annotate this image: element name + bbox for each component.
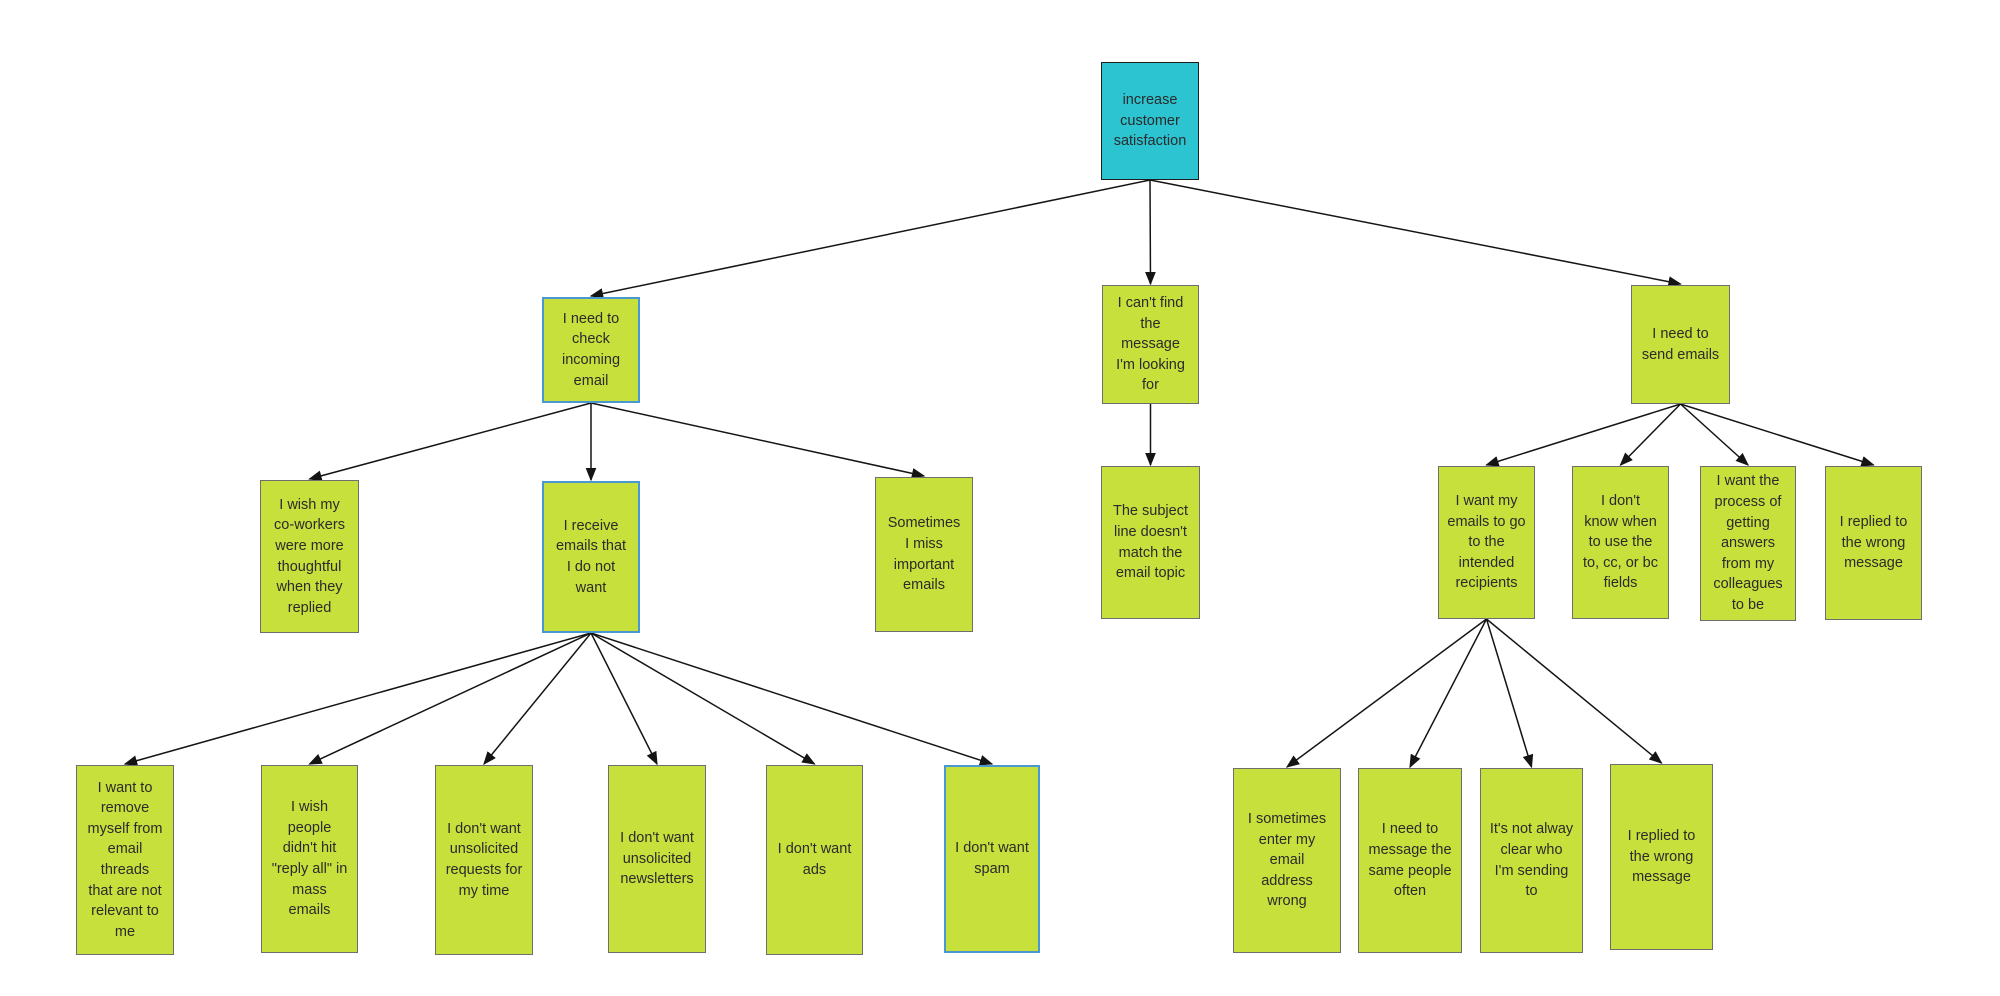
sticky-note-unsolicited-newsletters[interactable]: I don't want unsolicited newsletters	[608, 765, 706, 953]
sticky-note-process-answers[interactable]: I want the process of getting answers fr…	[1700, 466, 1796, 621]
sticky-note-root[interactable]: increase customer satisfaction	[1101, 62, 1199, 180]
edge-connector[interactable]	[123, 632, 592, 766]
sticky-note-text: I need to message the same people often	[1368, 821, 1452, 900]
sticky-note-text: I wish people didn't hit "reply all" in …	[271, 799, 348, 919]
sticky-note-send-emails[interactable]: I need to send emails	[1631, 285, 1730, 404]
sticky-note-text: Sometimes I miss important emails	[887, 515, 961, 594]
edge-connector[interactable]	[590, 402, 926, 479]
edge-connector[interactable]	[1485, 403, 1681, 467]
sticky-note-check-email[interactable]: I need to check incoming email	[542, 297, 640, 403]
sticky-note-intended-recipients[interactable]: I want my emails to go to the intended r…	[1438, 466, 1535, 619]
edge-connector[interactable]	[589, 179, 1151, 299]
sticky-note-text: I don't want spam	[955, 840, 1029, 877]
edge-connector[interactable]	[1486, 618, 1663, 764]
edge-connector[interactable]	[1619, 403, 1682, 466]
sticky-note-miss-important[interactable]: Sometimes I miss important emails	[875, 477, 973, 632]
sticky-note-same-people-often[interactable]: I need to message the same people often	[1358, 768, 1462, 953]
sticky-note-text: I replied to the wrong message	[1839, 514, 1908, 572]
sticky-note-text: The subject line doesn't match the email…	[1113, 503, 1188, 582]
sticky-note-text: I don't want unsolicited requests for my…	[445, 820, 523, 899]
sticky-note-coworkers-thoughtful[interactable]: I wish my co-workers were more thoughtfu…	[260, 480, 359, 633]
sticky-note-text: I want the process of getting answers fr…	[1713, 473, 1783, 613]
sticky-note-unclear-recipient[interactable]: It's not alway clear who I'm sending to	[1480, 768, 1583, 953]
sticky-note-text: I need to check incoming email	[561, 310, 621, 389]
sticky-note-text: I don't want ads	[777, 841, 852, 878]
sticky-note-text: I sometimes enter my email address wrong	[1247, 811, 1327, 910]
edge-connector[interactable]	[308, 402, 592, 482]
sticky-note-subject-line-mismatch[interactable]: The subject line doesn't match the email…	[1101, 466, 1200, 619]
sticky-note-cant-find-message[interactable]: I can't find the message I'm looking for	[1102, 285, 1199, 404]
sticky-note-text: It's not alway clear who I'm sending to	[1489, 821, 1574, 900]
edge-connector[interactable]	[1679, 403, 1750, 466]
edge-connector[interactable]	[308, 632, 592, 765]
sticky-note-text: I don't want unsolicited newsletters	[620, 830, 694, 888]
edge-connector[interactable]	[590, 632, 816, 765]
sticky-note-text: I don't know when to use the to, cc, or …	[1583, 493, 1658, 592]
edge-connector[interactable]	[1485, 618, 1534, 769]
sticky-note-text: I want my emails to go to the intended r…	[1447, 493, 1526, 592]
edge-connector[interactable]	[1680, 403, 1875, 467]
edge-connector[interactable]	[590, 632, 658, 766]
sticky-note-unwanted-emails[interactable]: I receive emails that I do not want	[542, 481, 640, 633]
sticky-note-no-spam[interactable]: I don't want spam	[944, 765, 1040, 953]
edge-connector[interactable]	[1145, 179, 1156, 286]
sticky-note-text: I receive emails that I do not want	[555, 517, 627, 596]
sticky-note-no-ads[interactable]: I don't want ads	[766, 765, 863, 955]
edge-connector[interactable]	[1149, 179, 1682, 287]
edge-connector[interactable]	[590, 632, 994, 766]
sticky-note-text: I can't find the message I'm looking for	[1116, 295, 1185, 394]
sticky-note-remove-from-threads[interactable]: I want to remove myself from email threa…	[76, 765, 174, 955]
edge-connector[interactable]	[1409, 618, 1488, 769]
sticky-note-unsolicited-requests[interactable]: I don't want unsolicited requests for my…	[435, 765, 533, 955]
sticky-note-text: I want to remove myself from email threa…	[87, 779, 163, 940]
sticky-note-text: increase customer satisfaction	[1113, 92, 1187, 150]
sticky-note-replied-wrong-message[interactable]: I replied to the wrong message	[1825, 466, 1922, 620]
sticky-note-reply-all[interactable]: I wish people didn't hit "reply all" in …	[261, 765, 358, 953]
sticky-note-text: I wish my co-workers were more thoughtfu…	[274, 496, 345, 616]
edge-connector[interactable]	[483, 632, 592, 766]
edge-connector[interactable]	[1285, 618, 1487, 768]
sticky-note-address-wrong[interactable]: I sometimes enter my email address wrong	[1233, 768, 1341, 953]
sticky-note-text: I replied to the wrong message	[1627, 828, 1696, 886]
sticky-note-to-cc-bc-fields[interactable]: I don't know when to use the to, cc, or …	[1572, 466, 1669, 619]
sticky-note-text: I need to send emails	[1641, 325, 1720, 363]
sticky-note-replied-wrong-message-2[interactable]: I replied to the wrong message	[1610, 764, 1713, 950]
